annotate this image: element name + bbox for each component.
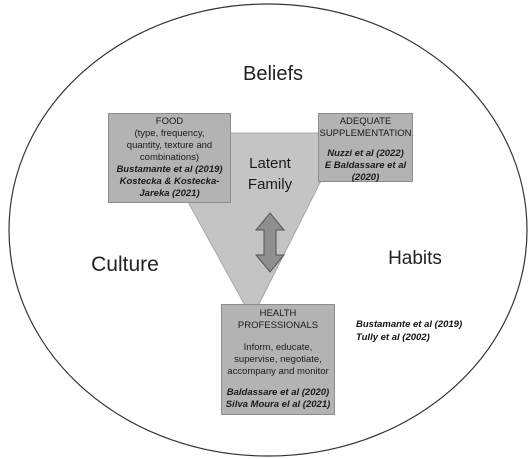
health-professionals-box: HEALTH PROFESSIONALS Inform, educate, su… [221, 304, 335, 415]
latent-family-line: Latent [249, 155, 291, 172]
double-headed-arrow [254, 212, 286, 273]
health-box-line: PROFESSIONALS [237, 320, 319, 331]
latent-family-line: Family [247, 176, 293, 193]
supplementation-box-line: ADEQUATE [339, 116, 392, 127]
habits-reference: Bustamante et al (2019) [356, 319, 463, 330]
health-box-body: supervise, negotiate, [234, 354, 322, 365]
food-box-ref: Bustamante et al (2019) [116, 164, 223, 175]
supplementation-box-ref: (2020) [351, 172, 380, 183]
food-box-line: combinations) [139, 152, 200, 163]
health-box-body: Inform, educate, [243, 342, 313, 353]
health-box-ref: Silva Moura el al (2021) [225, 399, 331, 410]
food-box: FOOD (type, frequency, quantity, texture… [108, 113, 231, 203]
latent-family-label: Latent Family [220, 153, 320, 195]
supplementation-box-ref: E Baldassare et al [324, 160, 407, 171]
food-box-line: quantity, texture and [126, 140, 213, 151]
habits-reference: Tully et al (2002) [356, 332, 430, 343]
supplementation-box-line: SUPPLEMENTATION [319, 128, 412, 139]
habits-label: Habits [388, 248, 442, 269]
food-box-ref: Jareka (2021) [139, 188, 200, 199]
health-box-ref: Baldassare et al (2020) [226, 387, 330, 398]
habits-references: Bustamante et al (2019) Tully et al (200… [356, 318, 496, 344]
culture-label: Culture [91, 253, 159, 276]
beliefs-label: Beliefs [242, 63, 304, 85]
food-box-ref: Kostecka & Kostecka- [119, 176, 220, 187]
food-box-line: FOOD [155, 116, 184, 127]
food-box-line: (type, frequency, [134, 128, 205, 139]
health-box-body: accompany and monitor [227, 366, 329, 377]
supplementation-box: ADEQUATE SUPPLEMENTATION Nuzzi et al (20… [318, 113, 413, 183]
supplementation-box-ref: Nuzzi et al (2022) [327, 148, 404, 159]
health-box-line: HEALTH [259, 308, 297, 319]
